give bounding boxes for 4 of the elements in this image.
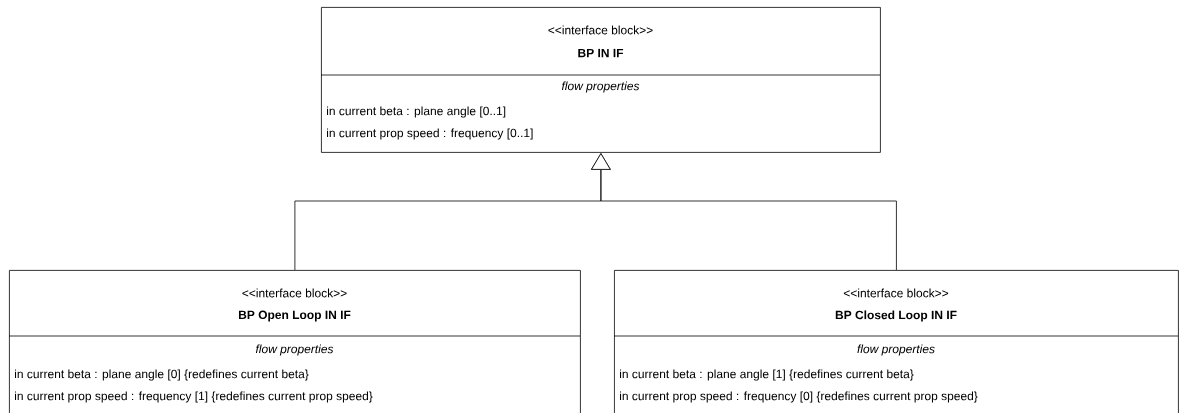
generalization-arrow: [591, 153, 897, 271]
interface-block: <<interface block>> BP Open Loop IN IF flow properties in current beta : plane angle [0] {redefines current beta} in current prop speed : frequency [1] {redefines current prop speed}: [8, 270, 581, 413]
interface-block: <<interface block>> BP Closed Loop IN IF flow properties in current beta : plane angle [1] {redefines current beta} in current prop speed : frequency [0] {redefines current prop speed}: [613, 270, 1179, 413]
interface-block: <<interface block>> BP IN IF flow properties in current beta : plane angle [0..1] in current prop speed : frequency [0..1]: [320, 7, 881, 153]
